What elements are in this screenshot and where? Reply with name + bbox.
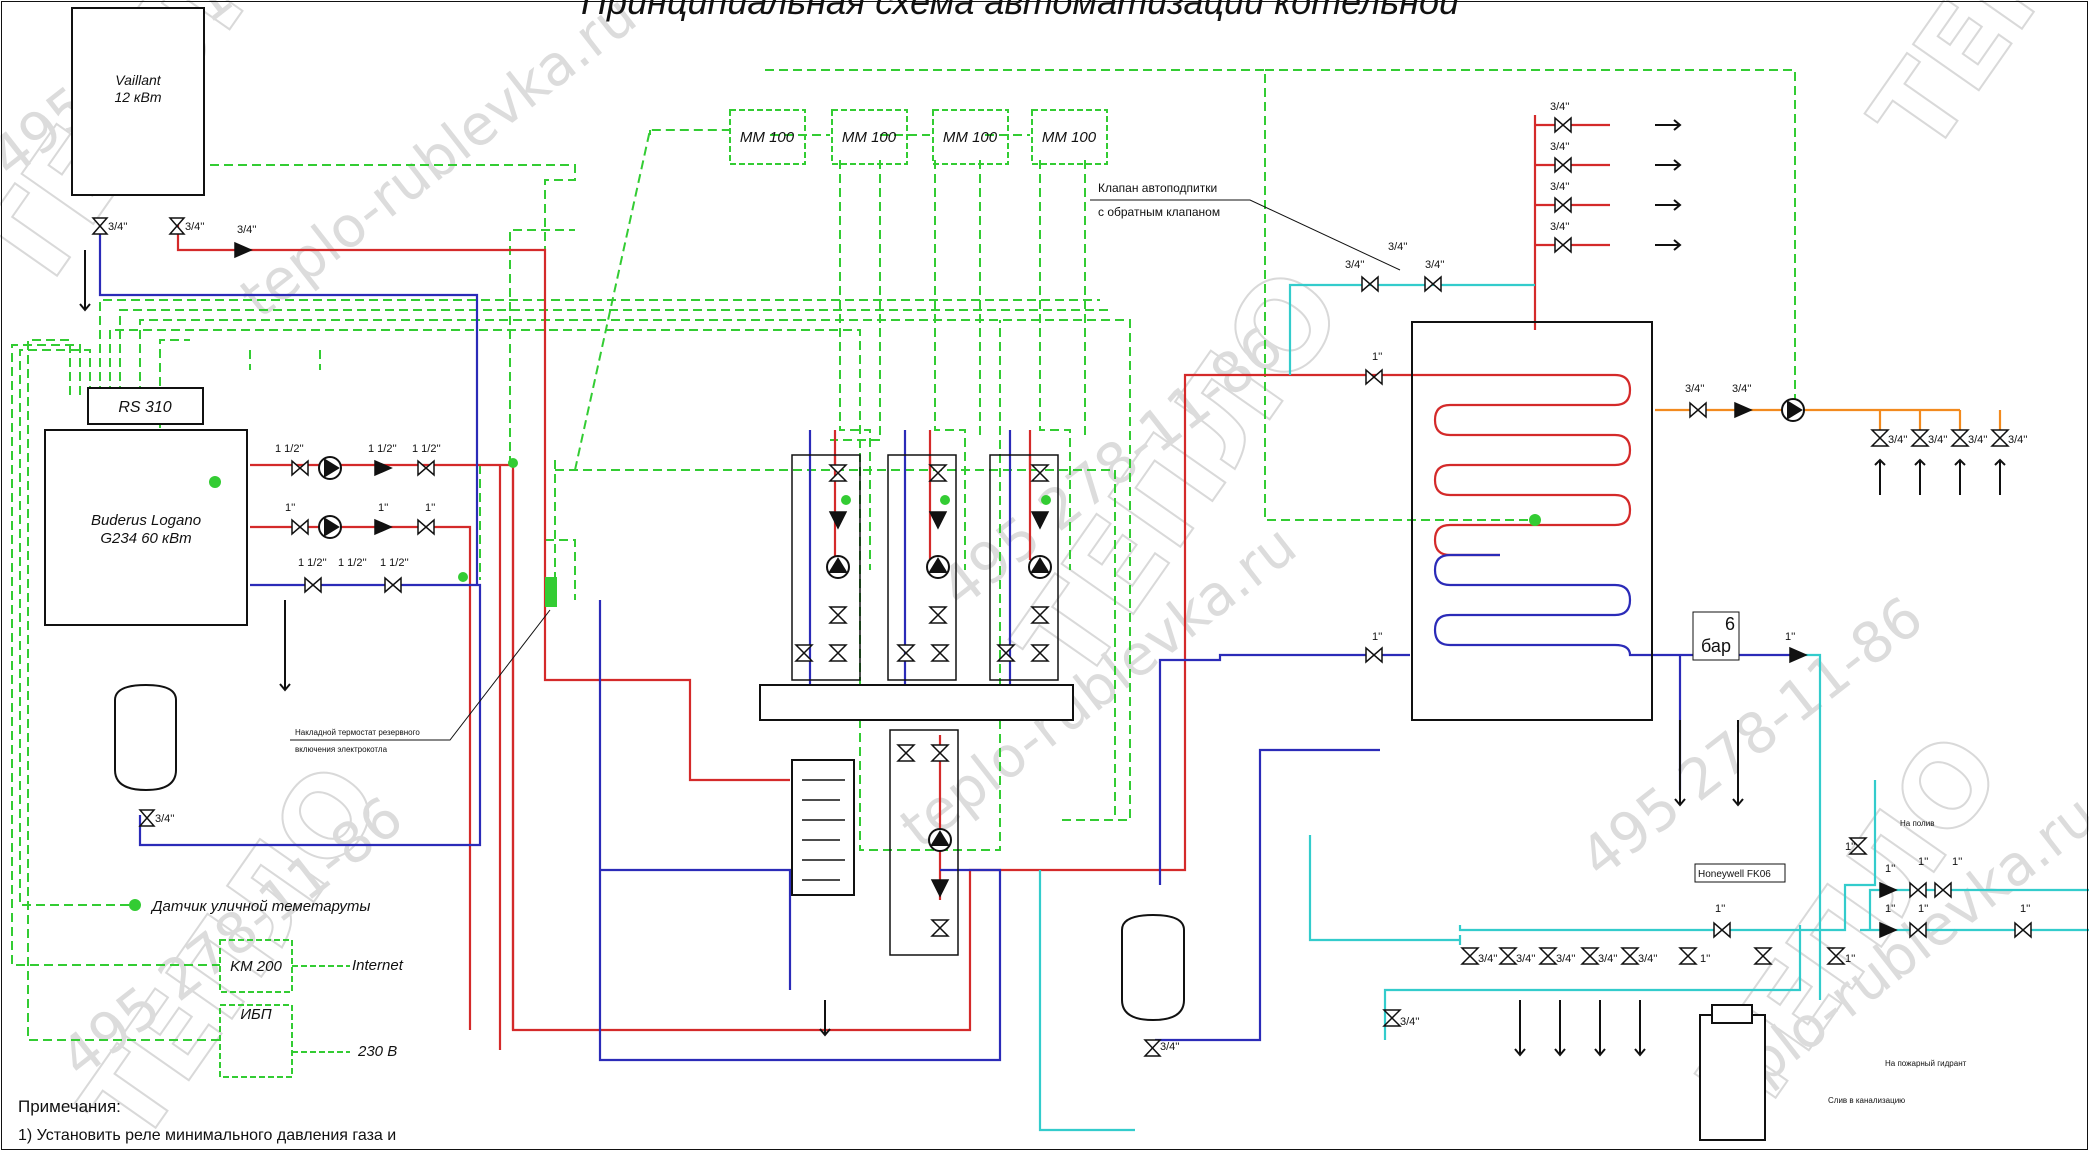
size-label: 1'' — [1372, 351, 1382, 363]
tank-sensor-dot — [1529, 514, 1541, 526]
pressure-value: 6 — [1725, 614, 1735, 634]
boiler-sensor-dot — [209, 476, 221, 488]
size-label: 3/4'' — [1550, 141, 1570, 153]
size-label: 1 1/2'' — [380, 557, 409, 569]
size-label: 1'' — [378, 502, 388, 514]
notes-item-1: 1) Установить реле минимального давления… — [18, 1127, 396, 1144]
overlay-thermostat-label-2: включения электрокотла — [295, 745, 388, 754]
check-valve-icons — [234, 241, 1898, 939]
size-label: 3/4'' — [1388, 241, 1408, 253]
size-label: 3/4'' — [237, 224, 257, 236]
return-pipes — [98, 225, 1800, 1062]
size-label: 3/4'' — [1685, 383, 1705, 395]
size-label: 1 1/2'' — [338, 557, 367, 569]
size-label: 1'' — [1845, 953, 1855, 965]
size-label: 3/4'' — [2008, 434, 2028, 446]
flow-arrow-icons — [79, 119, 2006, 1057]
size-label: 3/4'' — [1732, 383, 1752, 395]
communication-modules: KM 200 ИБП Internet 230 В — [219, 939, 404, 1078]
size-label: 1'' — [1952, 856, 1962, 868]
cold-water-pipes — [1038, 283, 2089, 1132]
to-sewer-label: Слив в канализацию — [1828, 1096, 1905, 1105]
outdoor-sensor: Датчик уличной теметаруты — [129, 898, 370, 915]
size-label: 1'' — [285, 502, 295, 514]
size-label: 1 1/2'' — [368, 443, 397, 455]
size-label: 3/4'' — [185, 221, 205, 233]
size-label: 1'' — [1715, 903, 1725, 915]
notes: Примечания: 1) Установить реле минимальн… — [18, 1097, 396, 1144]
size-label: 3/4'' — [1638, 953, 1658, 965]
size-label: 3/4'' — [1550, 221, 1570, 233]
size-label: 3/4'' — [1550, 101, 1570, 113]
size-label: 3/4'' — [1400, 1016, 1420, 1028]
buderus-model: G234 60 кВт — [100, 530, 191, 547]
sensor-dots — [458, 458, 1051, 607]
outdoor-sensor-label: Датчик уличной теметаруты — [150, 898, 370, 915]
control-wiring — [11, 69, 1796, 1041]
expansion-vessel — [114, 683, 1766, 1141]
size-label: 1'' — [1918, 903, 1928, 915]
size-label: 1 1/2'' — [412, 443, 441, 455]
pump-groups — [791, 454, 1059, 956]
dhw-storage-tank — [1411, 321, 1653, 721]
size-label: 1 1/2'' — [275, 443, 304, 455]
size-label: 3/4'' — [1160, 1041, 1180, 1053]
notes-heading: Примечания: — [18, 1097, 121, 1116]
size-label: 3/4'' — [1425, 259, 1445, 271]
size-label: 1'' — [2020, 903, 2030, 915]
mixing-valve-icons — [828, 606, 1050, 624]
pump-icon — [318, 398, 1805, 852]
ups-label: ИБП — [240, 1006, 271, 1023]
reducer-label: Honeywell FK06 — [1698, 869, 1771, 880]
size-label: 1'' — [1885, 863, 1895, 875]
manifold — [759, 684, 1074, 896]
size-label: 3/4'' — [1928, 434, 1948, 446]
pressure-unit: бар — [1701, 636, 1731, 656]
to-fire-label: На пожарный гидрант — [1885, 1059, 1967, 1068]
mm100-label: MM 100 — [1042, 129, 1097, 146]
pipe-size-labels: 3/4'' 3/4'' 3/4'' 1 1/2'' 1 1/2'' 1 1/2'… — [108, 101, 2030, 1053]
size-label: 1'' — [1918, 856, 1928, 868]
mm100-label: MM 100 — [740, 129, 795, 146]
size-label: 1'' — [1700, 953, 1710, 965]
page-title: Принципиальная схема автоматизации котел… — [581, 0, 1459, 22]
mm100-label: MM 100 — [842, 129, 897, 146]
rs310-label: RS 310 — [118, 399, 171, 416]
overlay-thermostat-label-1: Накладной термостат резервного — [295, 728, 420, 737]
size-label: 3/4'' — [1888, 434, 1908, 446]
vaillant-power: 12 кВт — [114, 89, 161, 105]
size-label: 3/4'' — [1516, 953, 1536, 965]
vaillant-name: Vaillant — [115, 72, 162, 88]
size-label: 3/4'' — [1598, 953, 1618, 965]
size-label: 3/4'' — [108, 221, 128, 233]
size-label: 3/4'' — [1550, 181, 1570, 193]
vaillant-boiler: Vaillant 12 кВт — [71, 7, 205, 196]
size-label: 1'' — [1372, 631, 1382, 643]
mains-label: 230 В — [357, 1043, 397, 1060]
size-label: 3/4'' — [1345, 259, 1365, 271]
makeup-valve-label-2: с обратным клапаном — [1098, 205, 1220, 219]
size-label: 3/4'' — [1556, 953, 1576, 965]
size-label: 3/4'' — [1478, 953, 1498, 965]
km200-label: KM 200 — [230, 958, 282, 975]
size-label: 3/4'' — [155, 813, 175, 825]
size-label: 1'' — [425, 502, 435, 514]
mm100-modules: MM 100 MM 100 MM 100 MM 100 — [729, 109, 1108, 165]
buderus-name: Buderus Logano — [91, 512, 201, 529]
makeup-valve-label-1: Клапан автоподпитки — [1098, 181, 1217, 195]
to-pool-label: На полив — [1900, 819, 1934, 828]
valve-icons — [91, 116, 2032, 1057]
size-label: 1'' — [1885, 903, 1895, 915]
size-label: 1 1/2'' — [298, 557, 327, 569]
annotations: Накладной термостат резервного включения… — [290, 181, 1967, 1105]
size-label: 1'' — [1845, 841, 1855, 853]
internet-label: Internet — [352, 957, 404, 974]
size-label: 1'' — [1785, 631, 1795, 643]
buderus-boiler: RS 310 Buderus Logano G234 60 кВт — [44, 387, 248, 626]
watermark-logo: ТЕПЛО — [1846, 0, 2089, 175]
mm100-label: MM 100 — [943, 129, 998, 146]
size-label: 3/4'' — [1968, 434, 1988, 446]
